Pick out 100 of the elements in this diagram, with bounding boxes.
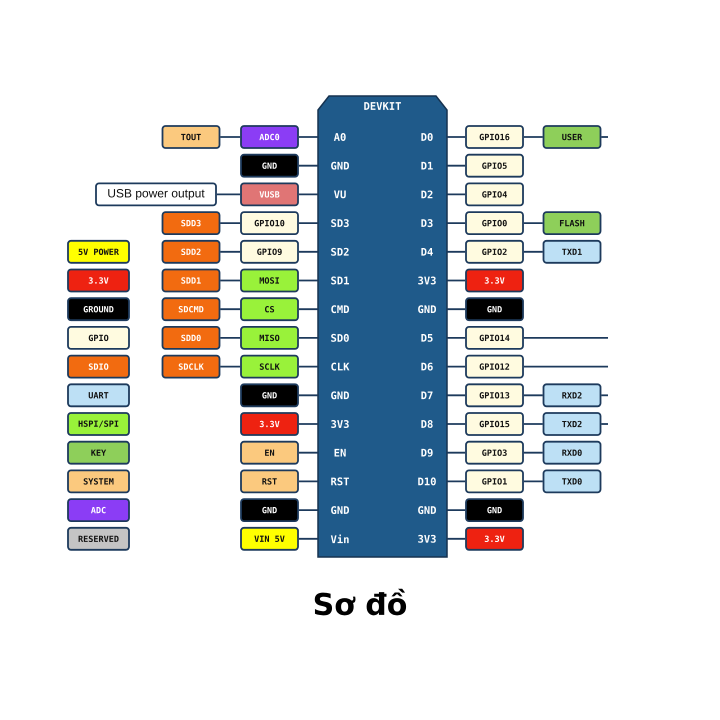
connector-line: [447, 538, 466, 540]
pin-box: SDCMD: [162, 297, 220, 322]
connector-line: [447, 308, 466, 310]
connector-line: [298, 366, 318, 368]
connector-line: [447, 337, 466, 339]
pin-box: TOUT: [162, 125, 220, 149]
pin-box: SDCLK: [162, 354, 220, 378]
pin-box: 3.3V: [465, 526, 524, 551]
pin-label: A0: [334, 133, 346, 141]
connector-line: [447, 136, 466, 138]
connector-line: [220, 366, 240, 368]
pin-label: GND: [331, 391, 350, 400]
pin-box: GND: [465, 498, 524, 522]
pin-box: GPIO4: [465, 182, 524, 206]
pin-label: D0: [421, 133, 433, 141]
legend-key: SYSTEM: [67, 470, 130, 494]
connector-line: [298, 394, 318, 396]
pin-label: SD1: [331, 276, 349, 284]
pin-box: 3.3V: [465, 268, 524, 292]
connector-line: [447, 423, 466, 425]
connector-line: [601, 394, 608, 396]
connector-line: [524, 366, 608, 368]
legend-key: SDIO: [67, 354, 130, 378]
pin-label: EN: [334, 448, 346, 457]
connector-line: [447, 250, 466, 253]
pin-label: VU: [334, 190, 346, 198]
pin-box: 3.3V: [240, 412, 299, 436]
connector-line: [220, 280, 240, 282]
pin-label: D3: [421, 219, 433, 228]
connector-line: [298, 308, 318, 310]
pin-box: TXD1: [542, 240, 602, 264]
connector-line: [298, 538, 318, 540]
connector-line: [601, 423, 608, 425]
pin-label: RST: [331, 477, 350, 486]
pin-label: D8: [421, 420, 433, 428]
legend-key: GROUND: [67, 297, 130, 322]
pin-box: ADC0: [240, 125, 299, 149]
caption: Sơ đồ: [314, 588, 406, 616]
connector-line: [447, 509, 466, 511]
connector-line: [298, 136, 318, 138]
pin-box: GND: [240, 154, 299, 178]
pin-label: CLK: [331, 362, 350, 371]
pin-box: VIN 5V: [240, 526, 299, 551]
pin-box: GPIO5: [465, 154, 524, 178]
pin-label: Vin: [330, 534, 349, 544]
connector-line: [524, 136, 543, 138]
pin-box: USER: [542, 125, 602, 149]
legend-key: UART: [67, 383, 130, 408]
connector-line: [298, 509, 318, 511]
pin-box: GPIO10: [240, 211, 299, 235]
pin-label: SD0: [331, 334, 349, 342]
pin-box: GPIO2: [465, 240, 524, 264]
pin-label: SD3: [331, 219, 349, 228]
connector-line: [447, 280, 466, 282]
connector-line: [447, 194, 466, 196]
pin-box: TXD0: [542, 470, 602, 494]
connector-line: [298, 222, 318, 224]
pin-label: D2: [421, 190, 432, 198]
pin-label: D4: [421, 248, 433, 256]
pin-box: GPIO0: [465, 211, 524, 235]
pin-box: GPIO3: [465, 440, 524, 465]
legend-key: 5V POWER: [67, 240, 130, 264]
connector-line: [447, 164, 466, 167]
pin-label: D6: [421, 362, 433, 371]
connector-line: [298, 452, 318, 454]
pin-label: GND: [418, 305, 436, 314]
legend-key: 3.3V: [67, 268, 130, 292]
pin-box: GND: [465, 297, 524, 322]
pin-box: GPIO16: [465, 125, 524, 149]
connector-line: [298, 280, 318, 282]
pin-box: CS: [240, 297, 299, 322]
pin-label: D1: [421, 162, 433, 170]
connector-line: [220, 250, 240, 253]
connector-line: [220, 337, 240, 339]
pin-label: CMD: [331, 305, 350, 314]
connector-line: [524, 222, 543, 224]
pin-label: D5: [421, 334, 433, 342]
connector-line: [447, 452, 466, 454]
connector-line: [524, 394, 543, 396]
connector-line: [447, 222, 466, 224]
pin-box: SDD1: [162, 268, 220, 292]
pin-box: SDD3: [162, 211, 220, 235]
pin-label: GND: [331, 162, 350, 170]
legend-key: HSPI/SPI: [67, 412, 130, 436]
connector-line: [216, 194, 240, 196]
pin-label: 3V3: [331, 420, 349, 428]
connector-line: [298, 480, 318, 482]
pin-box: GPIO9: [240, 240, 299, 264]
pin-box: EN: [240, 440, 299, 465]
pin-label: GND: [331, 506, 350, 514]
connector-line: [298, 337, 318, 339]
pin-box: GPIO14: [465, 326, 524, 350]
pin-box: GPIO12: [465, 354, 524, 378]
pin-box: GND: [240, 383, 299, 408]
pin-box: VUSB: [240, 182, 299, 206]
connector-line: [447, 480, 466, 482]
pin-box: GND: [240, 498, 299, 522]
pin-box: MISO: [240, 326, 299, 350]
pin-label: D10: [418, 477, 436, 486]
legend-key: KEY: [67, 440, 130, 465]
